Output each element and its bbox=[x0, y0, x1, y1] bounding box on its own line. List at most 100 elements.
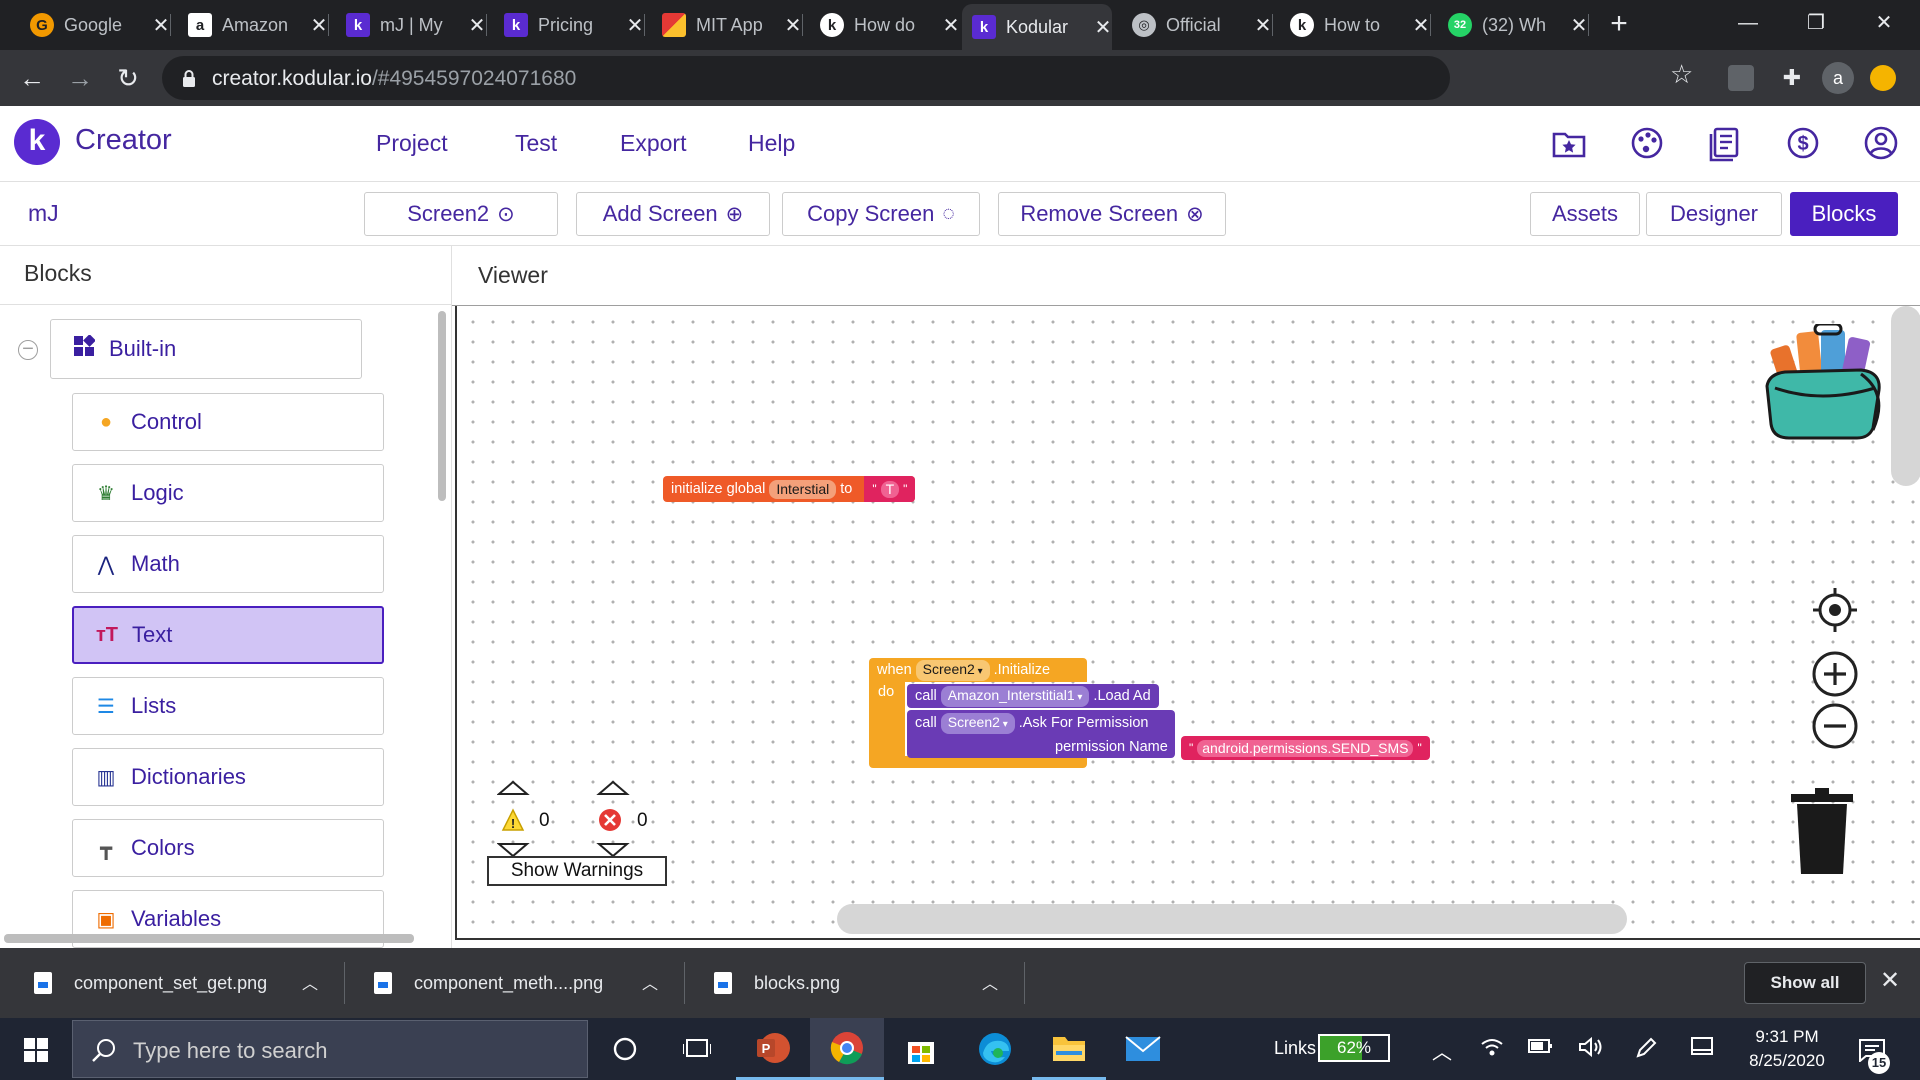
when-screen-initialize-block[interactable]: when Screen2 .Initialize bbox=[869, 658, 1058, 682]
tab-pricing[interactable]: k Pricing ✕ bbox=[494, 6, 643, 44]
system-clock[interactable]: 9:31 PM 8/25/2020 bbox=[1728, 1025, 1846, 1073]
task-view-icon[interactable] bbox=[660, 1018, 734, 1080]
remove-screen-button[interactable]: Remove Screen ⊗ bbox=[998, 192, 1226, 236]
chrome-icon[interactable] bbox=[810, 1018, 884, 1080]
block-tree-built-in[interactable]: Built-in bbox=[50, 319, 362, 379]
trash-icon[interactable] bbox=[1789, 788, 1855, 874]
block-category-control[interactable]: ● Control bbox=[72, 393, 384, 451]
puzzle-extensions-icon[interactable]: ✚ bbox=[1782, 65, 1802, 90]
close-icon[interactable]: ✕ bbox=[626, 14, 644, 37]
screen-select-dropdown[interactable]: Screen2 ⊙ bbox=[364, 192, 558, 236]
component-dropdown[interactable]: Screen2 bbox=[940, 712, 1015, 734]
close-icon[interactable]: ✕ bbox=[1094, 16, 1112, 39]
recenter-icon[interactable] bbox=[1811, 586, 1859, 634]
block-category-lists[interactable]: ☰ Lists bbox=[72, 677, 384, 735]
component-dropdown[interactable]: Screen2 bbox=[915, 659, 990, 681]
extension-icon[interactable] bbox=[1728, 65, 1754, 91]
kodular-logo-icon[interactable]: k bbox=[14, 119, 60, 165]
document-icon[interactable] bbox=[1706, 124, 1744, 162]
battery-icon[interactable] bbox=[1528, 1036, 1554, 1062]
taskbar-search-box[interactable]: Type here to search bbox=[72, 1020, 588, 1078]
add-screen-button[interactable]: Add Screen ⊕ bbox=[576, 192, 770, 236]
next-warning-arrow-icon[interactable] bbox=[497, 843, 530, 858]
menu-test[interactable]: Test bbox=[515, 130, 558, 156]
volume-icon[interactable] bbox=[1578, 1036, 1604, 1064]
previous-error-arrow-icon[interactable] bbox=[596, 780, 630, 795]
blocks-workspace[interactable]: initialize global Interstial to " T " wh… bbox=[455, 306, 1920, 940]
back-button[interactable]: ← bbox=[19, 63, 45, 93]
close-icon[interactable]: ✕ bbox=[942, 14, 960, 37]
block-category-math[interactable]: ⋀ Math bbox=[72, 535, 384, 593]
close-icon[interactable]: ✕ bbox=[1254, 14, 1272, 37]
text-string-block[interactable]: " android.permissions.SEND_SMS " bbox=[1181, 736, 1430, 760]
download-item[interactable]: blocks.png bbox=[714, 948, 840, 1018]
variable-name-field[interactable]: Interstial bbox=[769, 479, 837, 499]
palette-icon[interactable] bbox=[1628, 124, 1666, 162]
block-category-text[interactable]: ᴛT Text bbox=[72, 606, 384, 664]
workspace-horizontal-scrollbar[interactable] bbox=[837, 904, 1627, 934]
address-bar[interactable]: creator.kodular.io/#4954597024071680 bbox=[162, 56, 1450, 100]
chevron-up-icon[interactable]: ︿ bbox=[1432, 1042, 1452, 1064]
forward-button[interactable]: → bbox=[67, 63, 93, 93]
chevron-up-icon[interactable]: ︿ bbox=[642, 976, 659, 993]
window-close-button[interactable]: ✕ bbox=[1875, 12, 1893, 34]
download-item[interactable]: component_meth....png bbox=[374, 948, 603, 1018]
tab-mj-my[interactable]: k mJ | My ✕ bbox=[336, 6, 485, 44]
blocks-panel-vertical-scrollbar[interactable] bbox=[438, 311, 446, 501]
close-icon[interactable]: ✕ bbox=[784, 14, 802, 37]
tab-google[interactable]: G Google ✕ bbox=[20, 6, 169, 44]
backpack-icon[interactable] bbox=[1761, 324, 1891, 442]
powerpoint-icon[interactable]: P bbox=[736, 1018, 810, 1080]
battery-meter[interactable]: 62% bbox=[1318, 1034, 1390, 1062]
collapse-tree-icon[interactable]: − bbox=[18, 339, 38, 360]
mail-icon[interactable] bbox=[1106, 1018, 1180, 1080]
menu-export[interactable]: Export bbox=[620, 130, 687, 156]
tab-mit-app[interactable]: MIT App ✕ bbox=[652, 6, 801, 44]
download-item[interactable]: component_set_get.png bbox=[34, 948, 267, 1018]
text-string-block[interactable]: " T " bbox=[864, 476, 916, 502]
app-title[interactable]: Creator bbox=[75, 124, 172, 156]
text-string-value[interactable]: T bbox=[880, 480, 900, 498]
text-string-value[interactable]: android.permissions.SEND_SMS bbox=[1197, 739, 1414, 757]
designer-button[interactable]: Designer bbox=[1646, 192, 1782, 236]
chevron-up-icon[interactable]: ︿ bbox=[302, 976, 319, 993]
edge-icon[interactable] bbox=[958, 1018, 1032, 1080]
url-text[interactable]: creator.kodular.io/#4954597024071680 bbox=[212, 67, 576, 91]
wifi-icon[interactable] bbox=[1480, 1036, 1504, 1064]
blocks-button[interactable]: Blocks bbox=[1790, 192, 1898, 236]
dollar-icon[interactable]: $ bbox=[1784, 124, 1822, 162]
folder-star-icon[interactable] bbox=[1550, 124, 1588, 162]
blocks-panel-horizontal-scrollbar[interactable] bbox=[4, 934, 414, 943]
tab-how-to[interactable]: k How to ✕ bbox=[1280, 6, 1429, 44]
tab-how-do[interactable]: k How do ✕ bbox=[810, 6, 959, 44]
tab-amazon[interactable]: a Amazon ✕ bbox=[178, 6, 327, 44]
links-toolbar-label[interactable]: Links bbox=[1274, 1038, 1317, 1058]
block-category-logic[interactable]: ♛ Logic bbox=[72, 464, 384, 522]
new-tab-button[interactable]: + bbox=[1610, 7, 1628, 40]
menu-project[interactable]: Project bbox=[376, 130, 448, 156]
bookmark-star-icon[interactable]: ☆ bbox=[1670, 59, 1694, 89]
tab-whatsapp[interactable]: 32 (32) Wh ✕ bbox=[1438, 6, 1587, 44]
reload-button[interactable]: ↻ bbox=[117, 63, 139, 93]
workspace-vertical-scrollbar[interactable] bbox=[1891, 306, 1920, 486]
next-error-arrow-icon[interactable] bbox=[596, 843, 630, 858]
minimize-button[interactable]: — bbox=[1738, 12, 1758, 34]
close-icon[interactable]: ✕ bbox=[1880, 967, 1901, 994]
microsoft-store-icon[interactable] bbox=[884, 1018, 958, 1080]
zoom-in-icon[interactable] bbox=[1811, 650, 1859, 698]
block-category-colors[interactable]: ┳ Colors bbox=[72, 819, 384, 877]
tablet-mode-icon[interactable] bbox=[1690, 1036, 1714, 1064]
close-icon[interactable]: ✕ bbox=[152, 14, 170, 37]
block-category-dictionaries[interactable]: ▥ Dictionaries bbox=[72, 748, 384, 806]
close-icon[interactable]: ✕ bbox=[468, 14, 486, 37]
pen-workspace-icon[interactable] bbox=[1634, 1036, 1658, 1066]
close-icon[interactable]: ✕ bbox=[1570, 14, 1588, 37]
show-warnings-button[interactable]: Show Warnings bbox=[487, 856, 667, 886]
update-icon[interactable] bbox=[1870, 65, 1896, 91]
lock-icon[interactable] bbox=[182, 69, 196, 87]
component-dropdown[interactable]: Amazon_Interstitial1 bbox=[940, 685, 1090, 707]
windows-start-icon[interactable] bbox=[24, 1038, 48, 1062]
call-ask-permission-block[interactable]: call Screen2 .Ask For Permission bbox=[907, 711, 1156, 735]
account-icon[interactable] bbox=[1862, 124, 1900, 162]
assets-button[interactable]: Assets bbox=[1530, 192, 1640, 236]
